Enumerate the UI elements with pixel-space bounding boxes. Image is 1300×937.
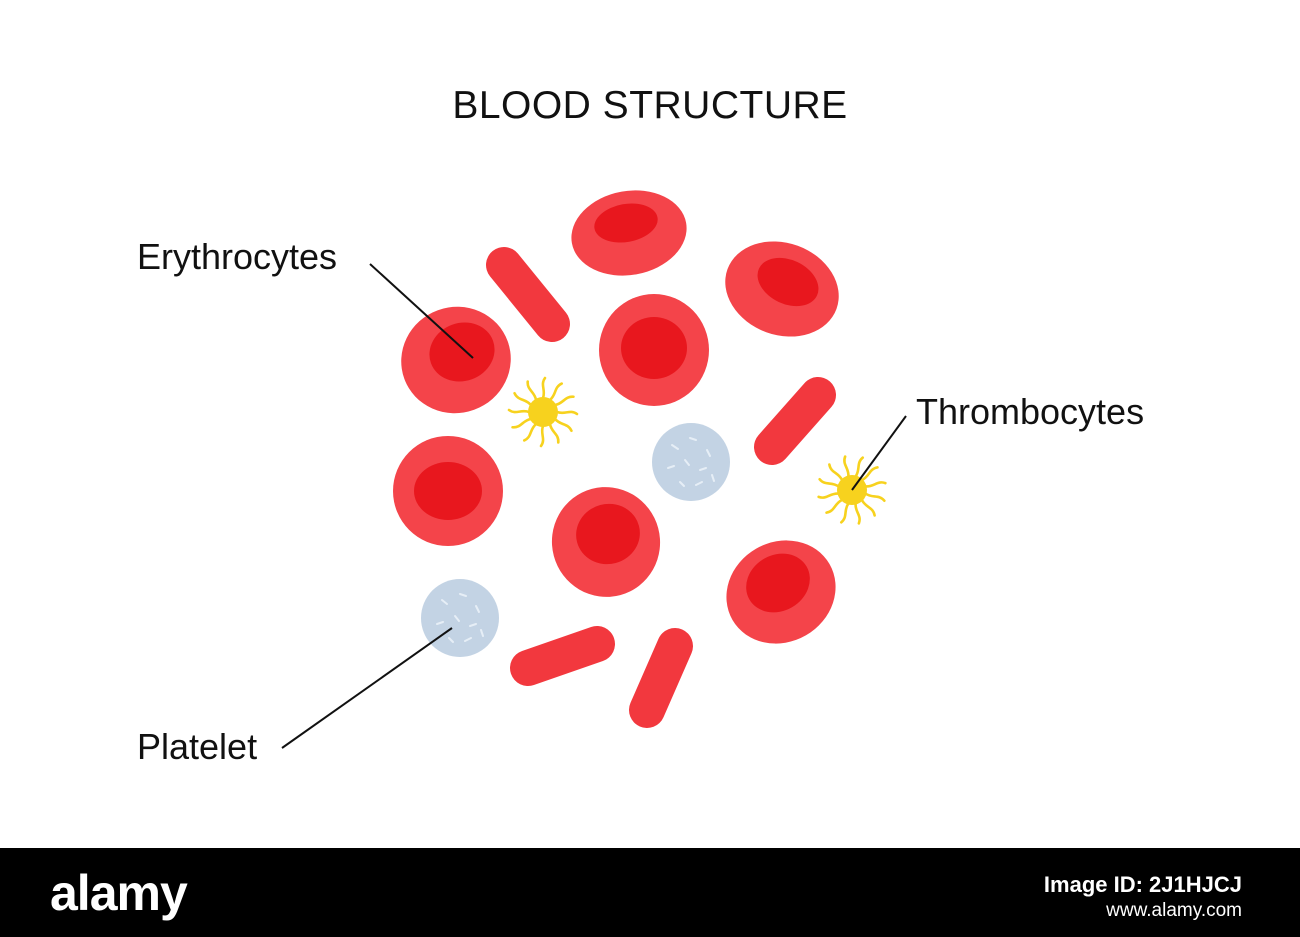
image-id-block: Image ID: 2J1HJCJ www.alamy.com	[1044, 872, 1242, 924]
thrombocytes-label: Thrombocytes	[916, 391, 1145, 432]
site-url-text: www.alamy.com	[1106, 900, 1242, 921]
erythrocytes-leader-line	[369, 263, 474, 359]
cells-illustration	[281, 190, 907, 749]
platelet	[421, 579, 499, 657]
platelet-label: Platelet	[137, 726, 258, 767]
rbc-side-view	[754, 377, 836, 465]
image-id-text: Image ID: 2J1HJCJ	[1043, 872, 1242, 897]
red-blood-cell	[551, 487, 661, 597]
red-blood-cell	[393, 436, 503, 546]
erythrocytes-label: Erythrocytes	[137, 236, 338, 277]
diagram-title: BLOOD STRUCTURE	[452, 84, 848, 127]
blood-structure-diagram: BLOOD STRUCTURE Erythrocytes Thrombocyte…	[137, 84, 1145, 767]
red-blood-cell	[599, 294, 709, 406]
thrombocytes-leader-line	[851, 415, 907, 491]
rbc-side-view	[510, 626, 615, 686]
thrombocyte	[507, 376, 579, 448]
rbc-side-view	[629, 628, 693, 728]
alamy-logo: alamy	[50, 865, 188, 921]
platelet	[652, 423, 730, 501]
red-blood-cell	[401, 306, 511, 414]
red-blood-cell	[571, 190, 687, 276]
red-blood-cell	[725, 241, 839, 337]
watermark-footer	[0, 848, 1300, 937]
rbc-side-view	[486, 247, 570, 342]
platelet-leader-line	[281, 627, 453, 749]
red-blood-cell	[726, 540, 836, 644]
